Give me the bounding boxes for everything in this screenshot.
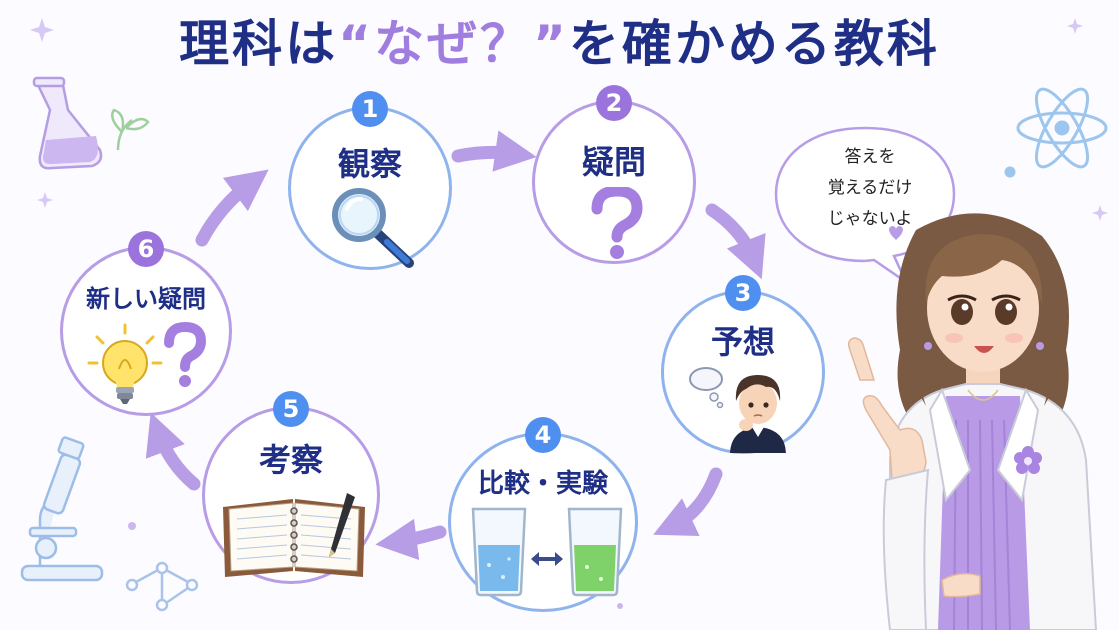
step-badge-4: 4	[525, 417, 561, 453]
arrow-5-to-6	[145, 412, 201, 491]
step-node-1-observation: 1 観察	[288, 91, 452, 270]
microscope-icon	[20, 436, 104, 582]
step-badge-3: 3	[725, 275, 761, 311]
arrow-6-to-1	[195, 169, 269, 247]
speech-line-2: 覚えるだけ	[827, 178, 913, 198]
sparkle-icon	[30, 18, 1108, 221]
step-badge-2: 2	[596, 85, 632, 121]
molecule-icon	[125, 561, 199, 612]
title-part-1: 理科は	[179, 15, 339, 73]
step-badge-6: 6	[128, 231, 164, 267]
title-highlight: “なぜ？”	[338, 15, 569, 73]
step-label-2: 疑問	[581, 143, 646, 181]
leaf-icon	[111, 108, 150, 151]
step-label-5: 考察	[258, 441, 323, 479]
arrow-4-to-5	[375, 518, 447, 561]
step-label-6: 新しい疑問	[86, 285, 206, 313]
step-label-3: 予想	[710, 323, 775, 361]
cycle-arrows	[145, 130, 766, 561]
question-mark-icon	[591, 187, 643, 259]
thinking-student-icon	[689, 367, 786, 453]
lightbulb-question-icon	[87, 321, 207, 404]
dot-decoration	[128, 522, 136, 530]
speech-bubble-text: 答えを 覚えるだけ じゃないよ	[790, 142, 950, 235]
step-badge-1: 1	[352, 91, 388, 127]
arrow-2-to-3	[705, 203, 766, 280]
step-node-3-prediction: 3 予想	[661, 275, 825, 454]
arrow-1-to-2	[451, 130, 537, 172]
dot-decoration	[617, 603, 623, 609]
page-title: 理科は“なぜ？”を確かめる教科	[0, 12, 1119, 76]
step-badge-5: 5	[273, 391, 309, 427]
teacher-character	[847, 213, 1098, 630]
atom-icon	[1004, 87, 1108, 178]
step-node-5-consideration: 5 考察	[202, 391, 380, 584]
speech-line-3: じゃないよ	[827, 209, 913, 229]
beakers-compare-icon	[471, 507, 623, 597]
arrow-3-to-4	[653, 467, 723, 537]
step-label-1: 観察	[337, 145, 402, 183]
flower-brooch-icon	[1014, 446, 1042, 474]
title-part-2: を確かめる教科	[568, 15, 940, 73]
heart-icon	[889, 226, 903, 240]
step-node-6-new-question: 6 新しい疑問	[60, 231, 232, 416]
speech-line-1: 答えを	[844, 147, 896, 167]
notebook-pen-icon	[223, 493, 365, 577]
step-node-4-experiment: 4 比較・実験	[448, 417, 638, 612]
step-node-2-question: 2 疑問	[532, 85, 696, 264]
flask-icon	[32, 76, 103, 170]
step-label-4: 比較・実験	[477, 469, 608, 499]
magnifier-icon	[332, 188, 414, 268]
